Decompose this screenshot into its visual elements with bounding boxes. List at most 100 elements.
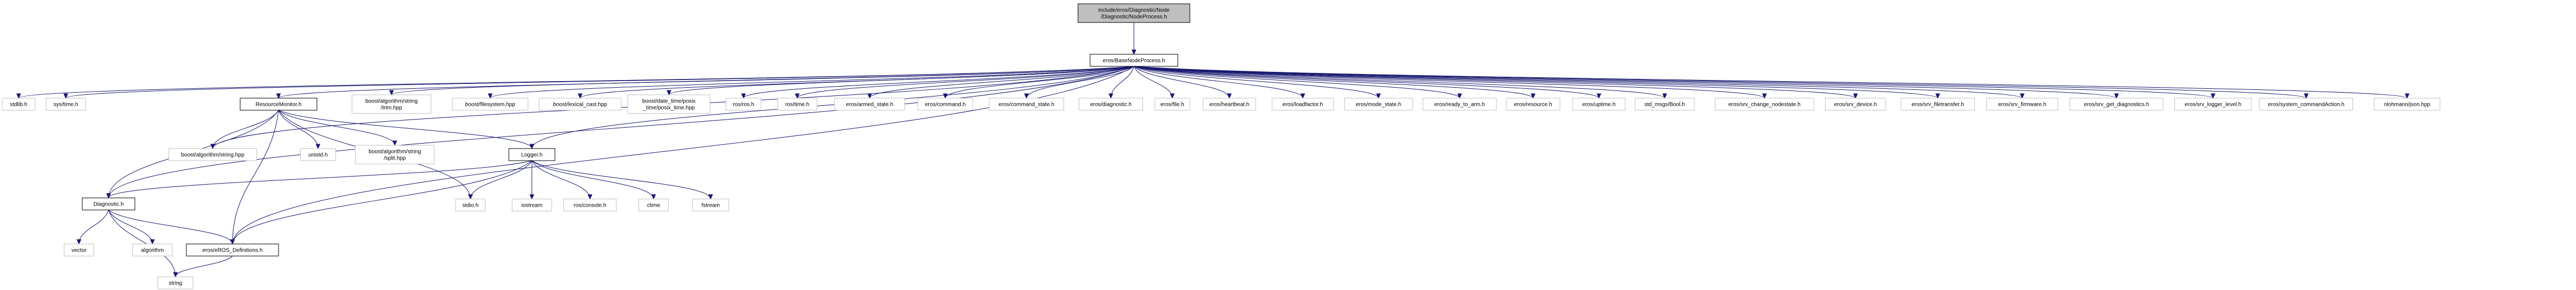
node-label: eros/mode_state.h — [1356, 102, 1402, 108]
node-defs[interactable]: eros/eROS_Definitions.h — [186, 243, 279, 257]
edge-diagnostic-to-defs — [108, 209, 235, 245]
edge-line — [1133, 66, 1856, 99]
node-label: eros/ready_to_arm.h — [1434, 102, 1485, 108]
node-label: boost/filesystem.hpp — [465, 102, 515, 108]
node-cmdstate: eros/command_state.h — [989, 98, 1064, 111]
node-root[interactable]: include/eros/Diagnostic/Node/Diagnostic/… — [1077, 3, 1190, 23]
edge-line — [668, 66, 1134, 95]
node-dev: eros/srv_device.h — [1825, 98, 1886, 111]
node-box — [168, 148, 257, 161]
arrowhead — [150, 239, 155, 245]
edge-base-to-ready — [1133, 66, 1462, 99]
edge-logger-to-console — [531, 160, 593, 200]
arrowhead — [1131, 49, 1137, 55]
edge-line — [1133, 66, 1938, 99]
edge-base-to-diag — [1108, 66, 1134, 99]
node-rostime: ros/time.h — [777, 98, 818, 111]
node-label: ResourceMonitor.h — [256, 102, 302, 108]
node-box — [351, 94, 432, 114]
node-label: eros/uptime.h — [1582, 102, 1616, 108]
arrowhead — [795, 93, 800, 99]
arrowhead — [651, 194, 656, 200]
node-label: eros/resource.h — [1514, 102, 1552, 108]
edge-base-to-fw — [1133, 66, 2025, 99]
arrowhead — [276, 93, 281, 99]
node-label: eros/loadfactor.h — [1283, 102, 1323, 108]
node-label: eros/srv_firmware.h — [1998, 102, 2046, 108]
arrowhead — [587, 194, 593, 200]
node-label: std_msgs/Bool.h — [1644, 102, 1685, 108]
node-label: ros/time.h — [785, 102, 809, 108]
edge-line — [108, 209, 233, 244]
arrowhead — [1530, 93, 1536, 99]
node-label: eros/file.h — [1160, 102, 1184, 108]
edge-line — [743, 66, 1134, 99]
node-box — [508, 148, 555, 161]
edge-line — [278, 110, 395, 146]
edge-line — [1133, 66, 1765, 99]
node-label: eros/srv_device.h — [1834, 102, 1877, 108]
edge-resmon-to-bstr — [210, 110, 279, 150]
edge-line — [1133, 66, 1379, 99]
edge-line — [278, 66, 1134, 99]
node-label: eros/armed_state.h — [846, 102, 893, 108]
edge-line — [1133, 66, 2117, 99]
edge-line — [797, 66, 1134, 99]
edge-base-to-armed — [867, 66, 1134, 99]
edge-line — [531, 160, 711, 200]
node-bool: std_msgs/Bool.h — [1635, 98, 1695, 111]
node-bfs: boost/filesystem.hpp — [452, 98, 529, 111]
edge-line — [945, 66, 1134, 99]
node-label: fstream — [701, 203, 719, 209]
edge-line — [78, 209, 109, 244]
node-label: algorithm — [141, 248, 163, 254]
node-label: boost/algorithm/string — [365, 99, 418, 105]
node-box — [300, 148, 336, 161]
node-label: nlohmann/json.hpp — [2384, 102, 2431, 108]
node-box — [917, 98, 973, 111]
arrowhead — [1170, 93, 1175, 99]
node-box — [627, 94, 711, 114]
arrowhead — [487, 93, 493, 99]
edge-base-to-chg — [1133, 66, 1767, 99]
node-fw: eros/srv_firmware.h — [1986, 98, 2058, 111]
edge-line — [1133, 66, 1599, 99]
node-label: eros/srv_logger_level.h — [2185, 102, 2241, 108]
node-box — [1422, 98, 1497, 111]
arrowhead — [63, 93, 69, 99]
arrowhead — [1108, 93, 1114, 99]
node-resmon[interactable]: ResourceMonitor.h — [240, 98, 317, 111]
arrowhead — [529, 144, 535, 150]
node-bstrim: boost/algorithm/string/trim.hpp — [351, 94, 432, 114]
node-algo: algorithm — [132, 243, 173, 257]
node-base[interactable]: eros/BaseNodeProcess.h — [1090, 54, 1178, 67]
arrowhead — [468, 194, 473, 200]
edge-line — [65, 66, 1134, 99]
node-label: ros/ros.h — [733, 102, 754, 108]
edge-line — [108, 209, 176, 277]
node-box — [1272, 98, 1334, 111]
node-chg: eros/srv_change_nodestate.h — [1715, 98, 1814, 111]
node-box — [2069, 98, 2164, 111]
edge-line — [1133, 66, 2408, 99]
edge-line — [108, 160, 532, 198]
node-label: eros/srv_change_nodestate.h — [1728, 102, 1801, 108]
edge-base-to-json — [1133, 66, 2410, 99]
node-unistd: unistd.h — [300, 148, 336, 161]
edge-base-to-load — [1133, 66, 1306, 99]
arrowhead — [2404, 93, 2410, 99]
node-logger[interactable]: Logger.h — [508, 148, 555, 161]
node-box — [2174, 98, 2252, 111]
node-cmd: eros/command.h — [917, 98, 973, 111]
node-label: eros/BaseNodeProcess.h — [1103, 58, 1165, 64]
edge-line — [391, 66, 1134, 95]
node-vector: vector — [64, 243, 94, 257]
edge-line — [232, 110, 279, 244]
node-diagnostic[interactable]: Diagnostic.h — [82, 197, 135, 211]
node-label: boost/algorithm/string.hpp — [181, 152, 245, 158]
node-box — [452, 98, 529, 111]
arrowhead — [708, 194, 713, 200]
node-label: ros/console.h — [574, 203, 606, 209]
node-box — [64, 243, 94, 257]
node-box — [777, 98, 818, 111]
